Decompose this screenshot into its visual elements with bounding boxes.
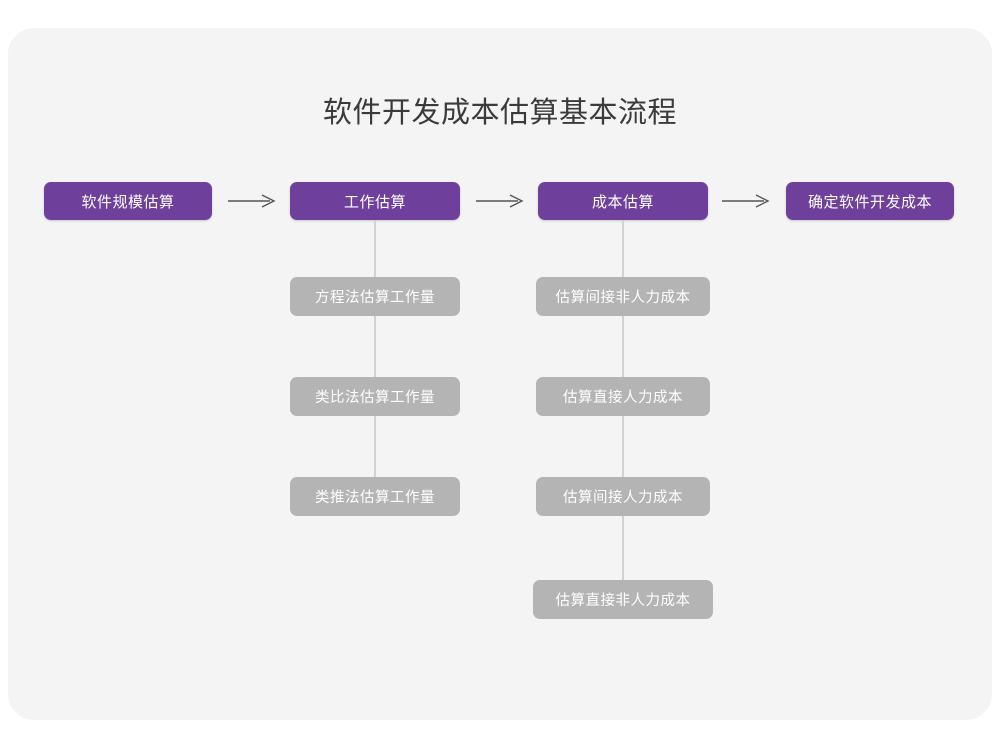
connector-line-effort-branch	[374, 220, 376, 480]
sub-node-indirect-nonlabor-cost[interactable]: 估算间接非人力成本	[536, 277, 710, 316]
arrow-right-icon-2	[476, 193, 524, 209]
sub-node-equation-method-effort[interactable]: 方程法估算工作量	[290, 277, 460, 316]
page-title: 软件开发成本估算基本流程	[322, 97, 677, 129]
diagram-card	[8, 28, 992, 720]
sub-node-inference-method-effort[interactable]: 类推法估算工作量	[290, 477, 460, 516]
flow-node-cost-estimation[interactable]: 成本估算	[538, 182, 708, 220]
sub-node-analogy-method-effort[interactable]: 类比法估算工作量	[290, 377, 460, 416]
sub-node-direct-nonlabor-cost[interactable]: 估算直接非人力成本	[533, 580, 713, 619]
arrow-right-icon-3	[722, 193, 770, 209]
flow-node-determine-development-cost[interactable]: 确定软件开发成本	[786, 182, 954, 220]
flow-node-effort-estimation[interactable]: 工作估算	[290, 182, 460, 220]
arrow-right-icon-1	[228, 193, 276, 209]
flow-node-software-scale-estimation[interactable]: 软件规模估算	[44, 182, 212, 220]
sub-node-direct-labor-cost[interactable]: 估算直接人力成本	[536, 377, 710, 416]
sub-node-indirect-labor-cost[interactable]: 估算间接人力成本	[536, 477, 710, 516]
